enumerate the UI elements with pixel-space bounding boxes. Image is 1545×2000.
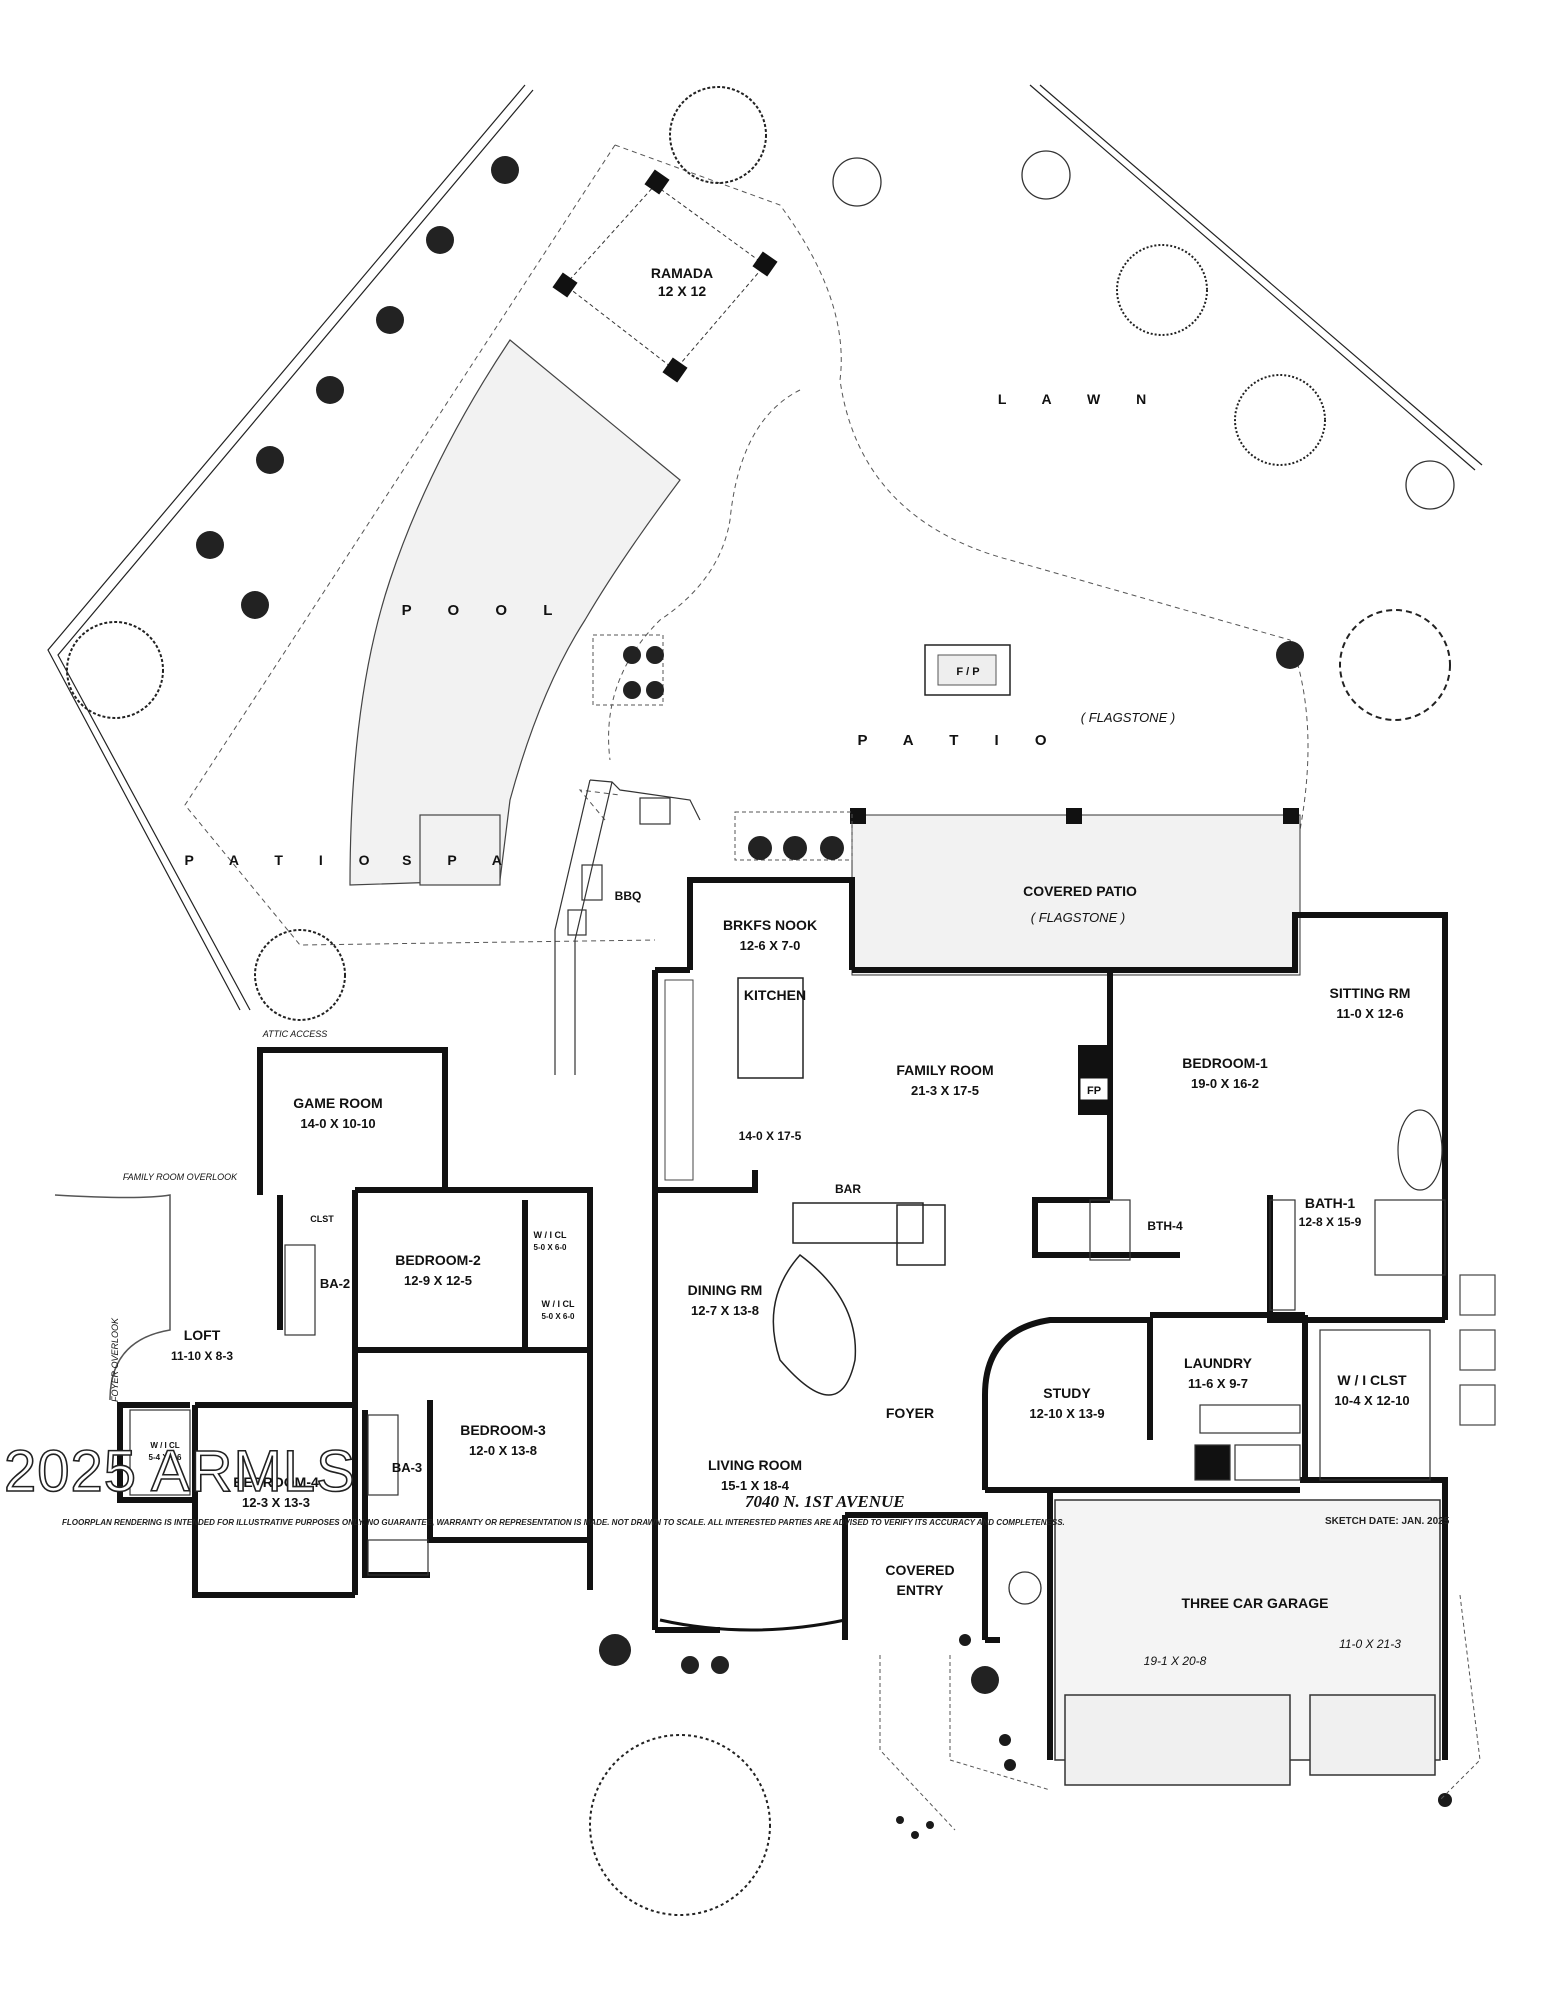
label-bth-4: BTH-4 [1147, 1219, 1183, 1233]
house-walls [652, 877, 1448, 1760]
dims-study: 12-10 X 13-9 [1029, 1406, 1104, 1421]
label-laundry: LAUNDRY [1184, 1355, 1253, 1371]
label-ba-2: BA-2 [320, 1276, 350, 1291]
label-bedroom-1: BEDROOM-1 [1182, 1055, 1268, 1071]
label-foyer: FOYER [886, 1405, 934, 1421]
label-lawn: L A W N [998, 391, 1162, 407]
label-sitting-rm: SITTING RM [1330, 985, 1411, 1001]
label-bbq: BBQ [615, 889, 642, 903]
garden-beds [896, 1634, 1452, 1839]
upper-floor-fixtures [129, 1244, 429, 1576]
label-bedroom-4: BEDROOM-4 [233, 1474, 319, 1490]
dims-garage-b: 11-0 X 21-3 [1339, 1637, 1401, 1651]
label-loft: LOFT [184, 1327, 221, 1343]
dims-wi-cl-b4: 5-4 X 7-6 [149, 1453, 182, 1462]
laundry-fixtures [1194, 1329, 1431, 1481]
bbq-counter [554, 779, 701, 1075]
label-patio-left: P A T I O [184, 852, 385, 868]
label-wi-cl-b3: W / I CL [542, 1299, 575, 1309]
sketch-date: SKETCH DATE: JAN. 2025 [1325, 1516, 1450, 1527]
flowering-shrubs [832, 150, 1455, 1605]
patio-dashed-outline [184, 144, 1309, 946]
note-flagstone-covered: ( FLAGSTONE ) [1031, 910, 1125, 925]
ramada [552, 169, 778, 383]
label-spa: S P A [402, 852, 518, 868]
dims-bedroom-1: 19-0 X 16-2 [1191, 1076, 1259, 1091]
spiral-stair [772, 1253, 857, 1396]
planter [592, 634, 664, 706]
label-covered-patio: COVERED PATIO [1023, 883, 1137, 899]
note-attic-access: ATTIC ACCESS [262, 1029, 328, 1039]
label-fp-inner: FP [1087, 1085, 1101, 1097]
label-garage: THREE CAR GARAGE [1181, 1595, 1328, 1611]
label-bar: BAR [835, 1182, 861, 1196]
label-covered-entry-1: COVERED [885, 1562, 954, 1578]
label-clst: CLST [310, 1214, 334, 1224]
dims-game-room: 14-0 X 10-10 [300, 1116, 375, 1131]
label-study: STUDY [1043, 1385, 1091, 1401]
dims-laundry: 11-6 X 9-7 [1188, 1376, 1248, 1391]
dims-wi-cl-b3: 5-0 X 6-0 [542, 1312, 575, 1321]
label-covered-entry-2: ENTRY [897, 1582, 945, 1598]
label-bath-1: BATH-1 [1305, 1195, 1356, 1211]
outdoor-fireplace [924, 644, 1011, 696]
dims-family-room: 21-3 X 17-5 [911, 1083, 979, 1098]
label-game-room: GAME ROOM [293, 1095, 382, 1111]
dims-wi-cl-b2: 5-0 X 6-0 [534, 1243, 567, 1252]
dims-garage-a: 19-1 X 20-8 [1144, 1654, 1207, 1668]
note-family-room-overlook: FAMILY ROOM OVERLOOK [123, 1172, 238, 1182]
dims-living-room: 15-1 X 18-4 [721, 1478, 790, 1493]
upper-floor-walls [117, 1047, 593, 1598]
lot-lines [47, 84, 1483, 1011]
dims-wi-clst: 10-4 X 12-10 [1334, 1393, 1409, 1408]
watermark: 2025 ARMLS [3, 1438, 356, 1505]
dims-loft: 11-10 X 8-3 [171, 1349, 233, 1363]
label-bedroom-3: BEDROOM-3 [460, 1422, 546, 1438]
bar-counter [792, 1202, 946, 1266]
dims-bedroom-3: 12-0 X 13-8 [469, 1443, 537, 1458]
dims-bedroom-2: 12-9 X 12-5 [404, 1273, 472, 1288]
label-bedroom-2: BEDROOM-2 [395, 1252, 481, 1268]
dims-dining-rm: 12-7 X 13-8 [691, 1303, 759, 1318]
label-kitchen: KITCHEN [744, 987, 806, 1003]
dims-bath-1: 12-8 X 15-9 [1299, 1215, 1362, 1229]
large-trees [66, 86, 1451, 1916]
label-wi-cl-b2: W / I CL [534, 1230, 567, 1240]
label-fp-outdoor: F / P [956, 666, 979, 678]
label-brkfs-nook: BRKFS NOOK [723, 917, 817, 933]
label-patio-main: P A T I O [857, 732, 1062, 749]
driveway-lines [879, 1594, 1481, 1831]
covered-patio [734, 808, 1301, 976]
disclaimer: FLOORPLAN RENDERING IS INTENDED FOR ILLU… [62, 1518, 1065, 1527]
note-foyer-overlook: FOYER OVERLOOK [110, 1317, 120, 1402]
kitchen-island [737, 977, 804, 1079]
loft-balcony [54, 1194, 171, 1401]
bath-1-fixtures [1089, 1109, 1446, 1311]
label-ba-3: BA-3 [392, 1460, 422, 1475]
pool [349, 339, 681, 886]
dims-sitting-rm: 11-0 X 12-6 [1336, 1006, 1403, 1021]
dims-kitchen: 14-0 X 17-5 [739, 1129, 802, 1143]
garage-doors [1054, 1499, 1441, 1786]
garage-steps [1459, 1274, 1496, 1426]
label-wi-cl-b4: W / I CL [150, 1441, 179, 1450]
note-flagstone-patio: ( FLAGSTONE ) [1081, 710, 1175, 725]
label-pool: P O O L [402, 602, 569, 619]
room-labels: RAMADA 12 X 12 L A W N P O O L S P A P A… [110, 265, 1410, 1668]
kitchen-counter [664, 979, 694, 1181]
dims-brkfs-nook: 12-6 X 7-0 [740, 938, 801, 953]
address-title: 7040 N. 1ST AVENUE [745, 1492, 905, 1511]
label-wi-clst: W / I CLST [1337, 1372, 1407, 1388]
dims-bedroom-4: 12-3 X 13-3 [242, 1495, 310, 1510]
label-family-room: FAMILY ROOM [896, 1062, 993, 1078]
landscape-trees [196, 156, 1304, 1694]
label-ramada: RAMADA [651, 265, 713, 281]
dims-ramada: 12 X 12 [658, 283, 706, 299]
label-dining-rm: DINING RM [688, 1282, 763, 1298]
bay-window [659, 1618, 846, 1632]
label-living-room: LIVING ROOM [708, 1457, 802, 1473]
